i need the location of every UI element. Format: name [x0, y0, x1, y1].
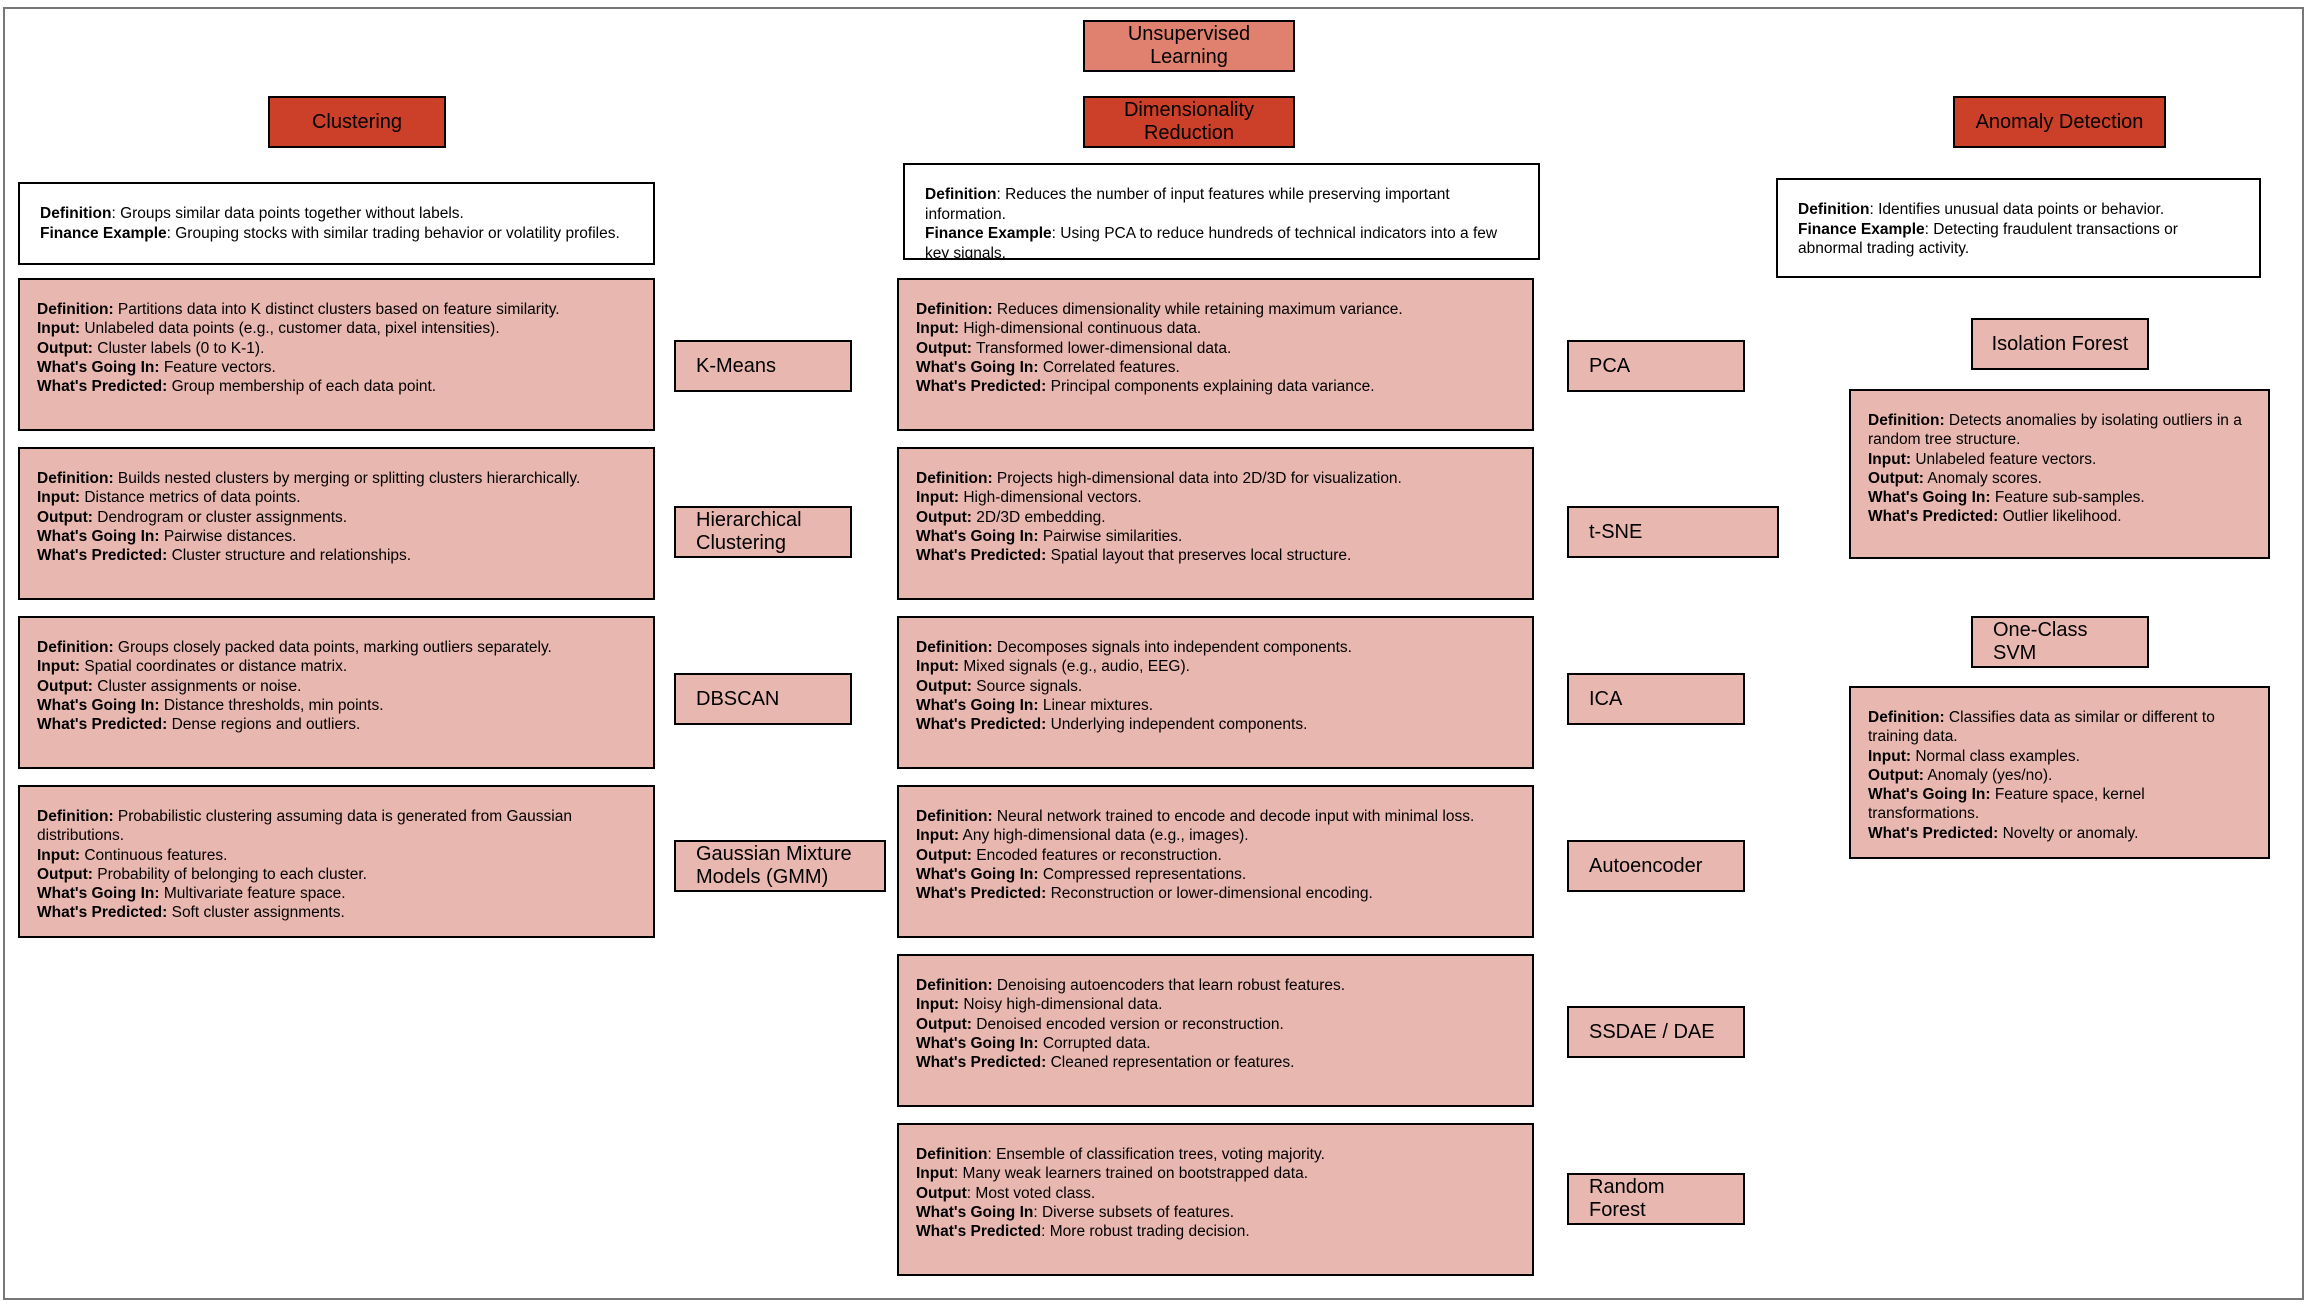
example-label: Finance Example [925, 225, 1052, 242]
example-text: : Detecting fraudulent transactions or a… [1798, 220, 2178, 258]
ssdae-details: Definition: Denoising autoencoders that … [897, 954, 1534, 1107]
def-label: Definition [1798, 201, 1870, 218]
example-label: Finance Example [1798, 220, 1925, 238]
root-node: Unsupervised Learning [1083, 20, 1295, 72]
random-forest-label: Random Forest [1567, 1173, 1745, 1225]
dbscan-details: Definition: Groups closely packed data p… [18, 616, 655, 769]
tsne-label: t-SNE [1567, 506, 1779, 558]
random-forest-details: Definition: Ensemble of classification t… [897, 1123, 1534, 1276]
anomaly-header: Anomaly Detection [1953, 96, 2166, 148]
def-text: : Groups similar data points together wi… [111, 205, 464, 222]
example-text: : Using PCA to reduce hundreds of techni… [925, 225, 1498, 260]
gmm-label: Gaussian Mixture Models (GMM) [674, 840, 886, 892]
kmeans-label: K-Means [674, 340, 852, 392]
dbscan-label: DBSCAN [674, 673, 852, 725]
pca-label: PCA [1567, 340, 1745, 392]
one-class-svm-label: One-Class SVM [1971, 616, 2149, 668]
autoencoder-label: Autoencoder [1567, 840, 1745, 892]
one-class-svm-details: Definition: Classifies data as similar o… [1849, 686, 2270, 859]
autoencoder-details: Definition: Neural network trained to en… [897, 785, 1534, 938]
kmeans-details: Definition: Partitions data into K disti… [18, 278, 655, 431]
isolation-forest-label: Isolation Forest [1971, 318, 2149, 370]
ica-details: Definition: Decomposes signals into inde… [897, 616, 1534, 769]
pca-details: Definition: Reduces dimensionality while… [897, 278, 1534, 431]
isolation-forest-details: Definition: Detects anomalies by isolati… [1849, 389, 2270, 559]
dimred-definition: Definition: Reduces the number of input … [903, 163, 1540, 260]
gmm-details: Definition: Probabilistic clustering ass… [18, 785, 655, 938]
hierarchical-details: Definition: Builds nested clusters by me… [18, 447, 655, 600]
def-label: Definition [40, 205, 112, 222]
diagram-frame [3, 7, 2304, 1300]
tsne-details: Definition: Projects high-dimensional da… [897, 447, 1534, 600]
ica-label: ICA [1567, 673, 1745, 725]
def-label: Definition [925, 186, 997, 203]
example-label: Finance Example [40, 224, 167, 242]
dimred-header: Dimensionality Reduction [1083, 96, 1295, 148]
clustering-header: Clustering [268, 96, 446, 148]
example-text: : Grouping stocks with similar trading b… [166, 224, 620, 242]
def-text: : Reduces the number of input features w… [925, 186, 1450, 223]
def-text: : Identifies unusual data points or beha… [1869, 201, 2165, 218]
anomaly-definition: Definition: Identifies unusual data poin… [1776, 178, 2261, 278]
ssdae-label: SSDAE / DAE [1567, 1006, 1745, 1058]
hierarchical-label: Hierarchical Clustering [674, 506, 852, 558]
clustering-definition: Definition: Groups similar data points t… [18, 182, 655, 265]
